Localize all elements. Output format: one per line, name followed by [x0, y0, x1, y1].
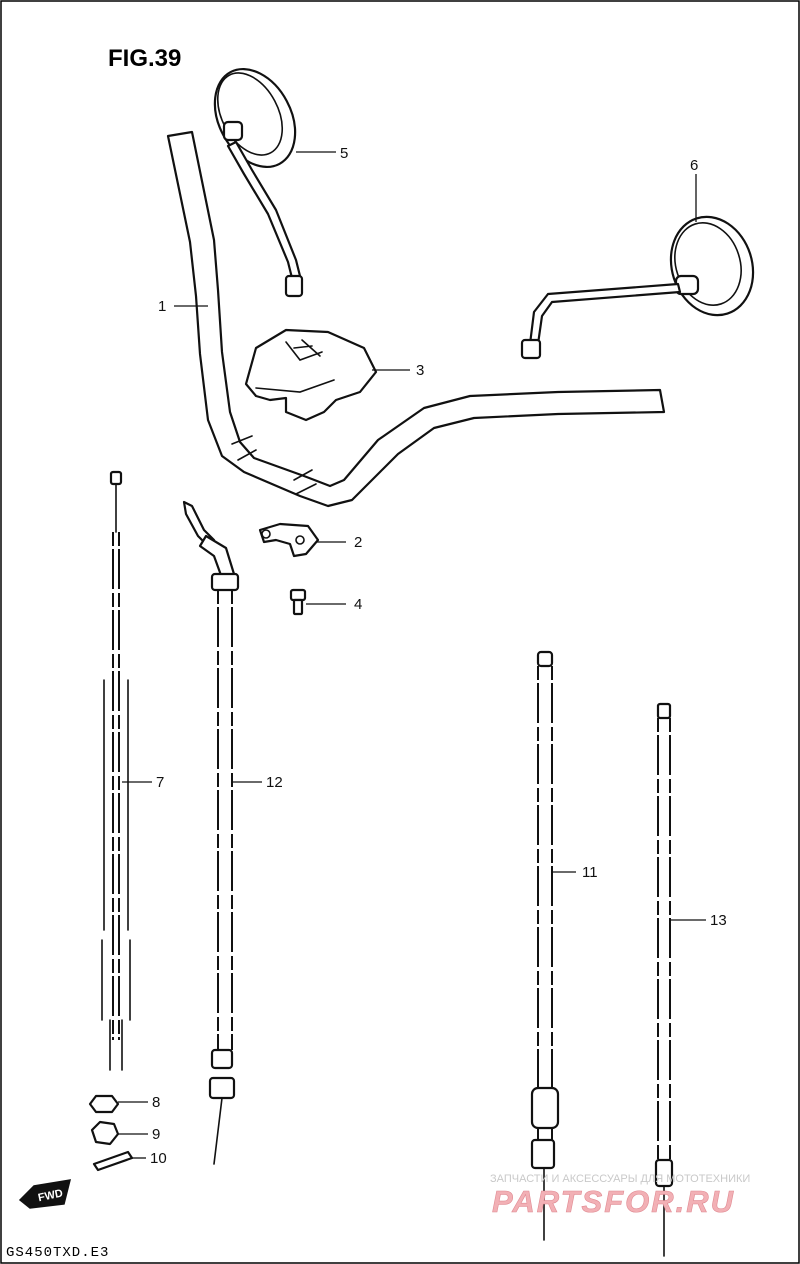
callout-8: 8 — [152, 1094, 160, 1111]
fwd-arrow-icon: FWD — [18, 1179, 72, 1209]
watermark-tagline: ЗАПЧАСТИ И АКСЕССУАРЫ ДЛЯ МОТОТЕХНИКИ — [490, 1173, 750, 1185]
wire-10-part[interactable] — [92, 1150, 134, 1172]
mirror-right-part[interactable] — [520, 206, 765, 360]
callout-13: 13 — [710, 912, 727, 929]
callout-4: 4 — [354, 596, 362, 613]
callout-2: 2 — [354, 534, 362, 551]
holder-clamp-part[interactable] — [258, 522, 320, 558]
callout-7: 7 — [156, 774, 164, 791]
cable-13-part[interactable] — [654, 702, 674, 1257]
callout-12: 12 — [266, 774, 283, 791]
callout-11: 11 — [582, 864, 598, 881]
model-code: GS450TXD.E3 — [6, 1245, 109, 1261]
callout-1: 1 — [158, 298, 166, 315]
fwd-label: FWD — [37, 1187, 64, 1204]
cable-7-part[interactable] — [101, 470, 131, 1071]
callout-5: 5 — [340, 145, 348, 162]
callout-10: 10 — [150, 1150, 167, 1167]
cap-8-part[interactable] — [88, 1094, 120, 1114]
handlebar-part[interactable] — [166, 130, 666, 508]
watermark-logo: PARTSFOR.RU — [492, 1184, 735, 1219]
figure-title: FIG.39 — [108, 45, 181, 72]
mirror-left-part[interactable] — [199, 55, 311, 298]
cable-11-part[interactable] — [530, 650, 560, 1241]
callout-9: 9 — [152, 1126, 160, 1143]
cable-12-part[interactable] — [182, 500, 240, 1165]
cap-9-part[interactable] — [90, 1120, 120, 1146]
callout-6: 6 — [690, 157, 698, 174]
leader-lines — [118, 151, 706, 1159]
bolt-part[interactable] — [289, 588, 307, 616]
callout-3: 3 — [416, 362, 424, 379]
handlebar-cover-part[interactable] — [244, 328, 378, 422]
